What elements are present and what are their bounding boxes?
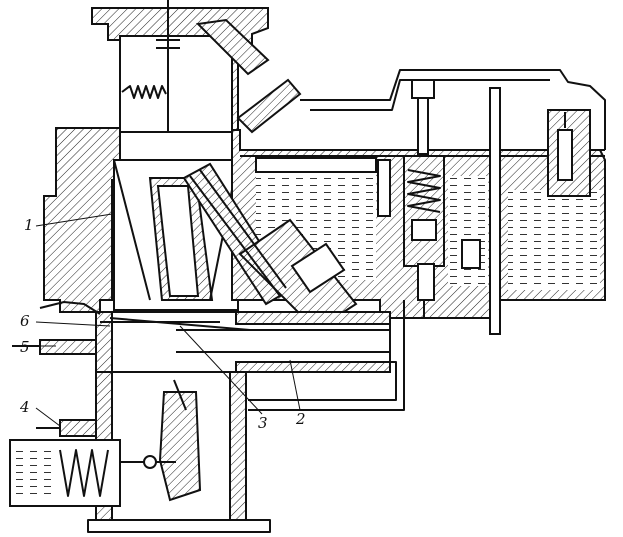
lower-section [9, 371, 271, 533]
label-4: 4 [19, 398, 30, 416]
label-6: 6 [20, 312, 30, 330]
label-3: 3 [258, 414, 268, 432]
leader-lines [35, 213, 301, 427]
accelerator-pump [182, 162, 358, 332]
label-5: 5 [20, 338, 30, 356]
air-horn [91, 0, 302, 144]
label-1: 1 [24, 216, 34, 234]
throttle-body [12, 301, 391, 373]
label-2: 2 [295, 410, 306, 428]
